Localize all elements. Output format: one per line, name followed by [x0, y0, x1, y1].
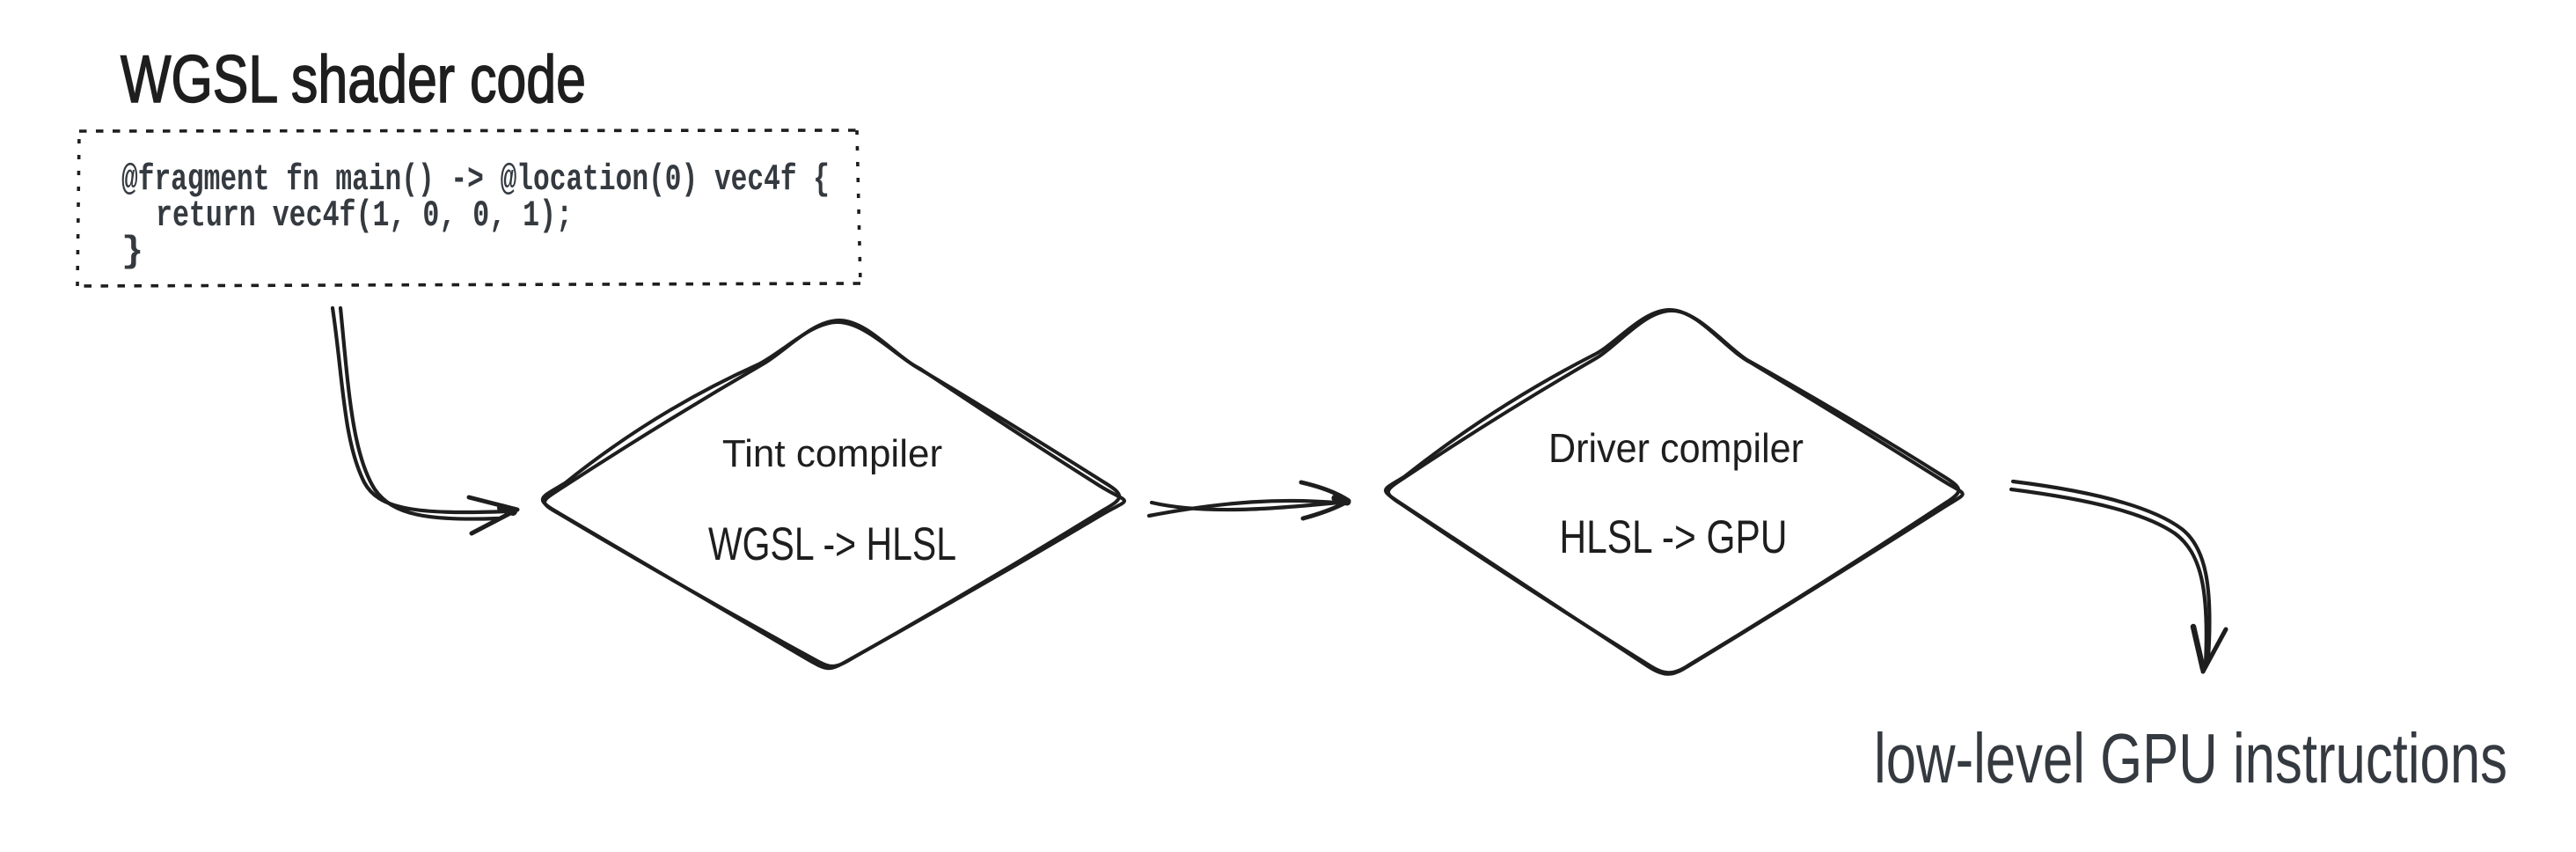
- svg-text:Driver compiler: Driver compiler: [1548, 425, 1804, 471]
- svg-text:return vec4f(1, 0, 0, 1);: return vec4f(1, 0, 0, 1);: [156, 195, 573, 237]
- svg-text:WGSL shader code: WGSL shader code: [121, 42, 586, 117]
- svg-text:WGSL -> HLSL: WGSL -> HLSL: [708, 518, 956, 570]
- svg-text:HLSL -> GPU: HLSL -> GPU: [1560, 511, 1788, 563]
- svg-text:}: }: [121, 231, 143, 273]
- svg-text:Tint compiler: Tint compiler: [722, 432, 942, 475]
- svg-text:low-level GPU instructions: low-level GPU instructions: [1874, 719, 2507, 797]
- svg-text:@fragment fn main() -> @locati: @fragment fn main() -> @location(0) vec4…: [121, 158, 830, 201]
